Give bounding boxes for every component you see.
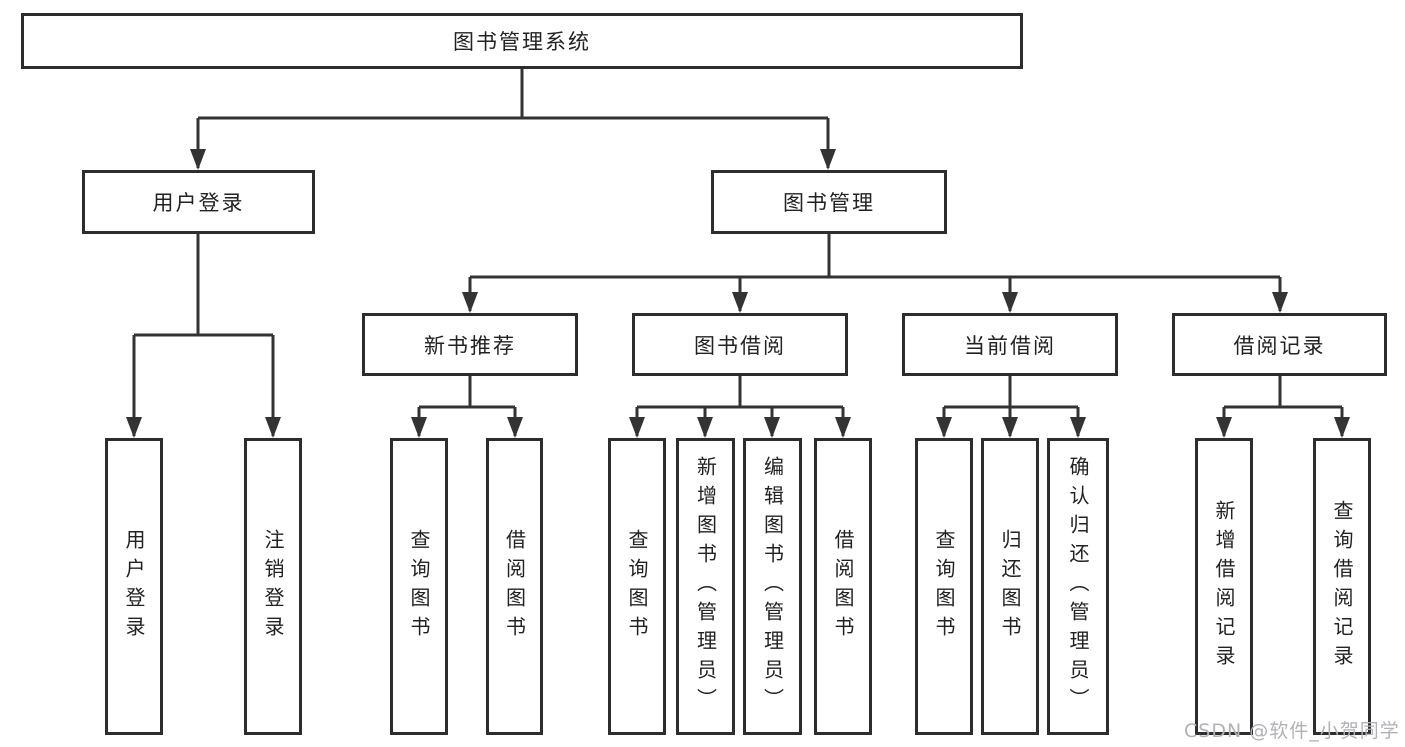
node-label: 查询借阅记录 <box>1330 499 1354 674</box>
node-add-borrow-record: 新增借阅记录 <box>1195 438 1253 735</box>
node-borrow-books-recommend: 借阅图书 <box>486 438 543 735</box>
node-current-borrow: 当前借阅 <box>902 313 1118 376</box>
node-confirm-return-admin: 确认归还（管理员） <box>1047 438 1109 735</box>
node-logout: 注销登录 <box>244 438 302 735</box>
node-label: 注销登录 <box>261 528 285 645</box>
node-label: 查询图书 <box>625 528 649 645</box>
node-label: 图书管理系统 <box>453 30 591 54</box>
node-borrow-books-action: 借阅图书 <box>814 438 872 735</box>
node-query-borrow-record: 查询借阅记录 <box>1313 438 1371 735</box>
node-label: 新书推荐 <box>424 333 516 358</box>
node-label: 借阅图书 <box>831 528 855 645</box>
node-borrow-records: 借阅记录 <box>1172 313 1387 376</box>
node-return-book: 归还图书 <box>981 438 1039 735</box>
node-label: 借阅记录 <box>1233 333 1326 358</box>
node-label: 编辑图书（管理员） <box>760 456 785 717</box>
node-edit-book-admin: 编辑图书（管理员） <box>743 438 802 735</box>
node-label: 查询图书 <box>932 528 956 645</box>
node-label: 用户登录 <box>152 191 245 215</box>
node-label: 图书管理 <box>783 191 875 215</box>
node-label: 查询图书 <box>407 528 431 645</box>
node-add-book-admin: 新增图书（管理员） <box>676 438 735 735</box>
node-book-borrow: 图书借阅 <box>632 313 848 376</box>
node-book-management: 图书管理 <box>711 170 947 234</box>
node-label: 归还图书 <box>998 528 1022 645</box>
node-user-login: 用户登录 <box>82 170 315 234</box>
node-label: 当前借阅 <box>964 333 1056 358</box>
node-new-book-recommend: 新书推荐 <box>362 313 578 376</box>
node-label: 用户登录 <box>122 528 146 645</box>
node-label: 图书借阅 <box>694 333 786 358</box>
csdn-watermark: CSDN @软件_小贺同学 <box>1184 720 1400 742</box>
node-query-books-recommend: 查询图书 <box>390 438 448 735</box>
node-label: 新增借阅记录 <box>1212 499 1236 674</box>
node-user-login-action: 用户登录 <box>105 438 163 735</box>
node-label: 新增图书（管理员） <box>693 456 718 717</box>
node-library-system: 图书管理系统 <box>21 13 1023 69</box>
node-label: 确认归还（管理员） <box>1066 456 1090 717</box>
node-label: 借阅图书 <box>502 528 527 645</box>
node-query-books-borrow: 查询图书 <box>608 438 666 735</box>
node-query-books-current: 查询图书 <box>915 438 973 735</box>
